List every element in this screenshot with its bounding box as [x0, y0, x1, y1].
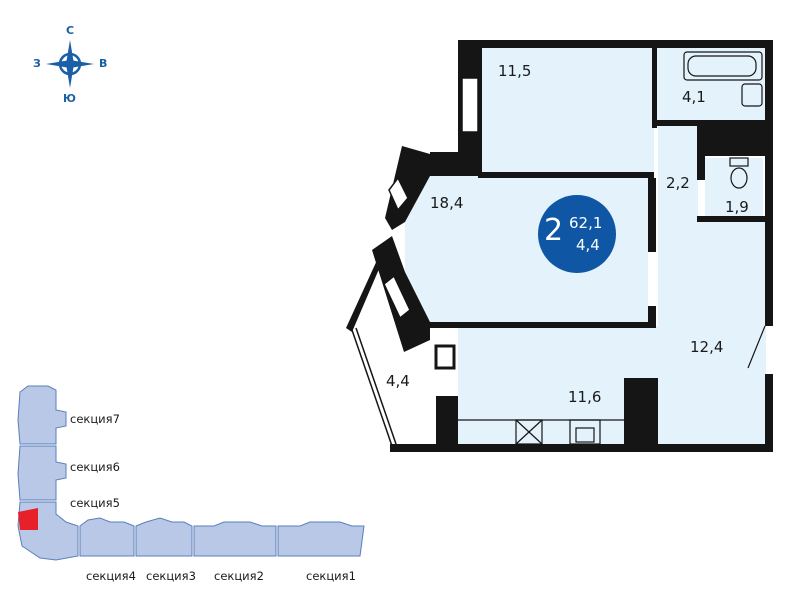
living-window-upper: [388, 176, 409, 212]
bathroom-area: 4,1: [682, 88, 706, 106]
wall-living-corner: [648, 306, 656, 328]
building-section-7: [17, 385, 67, 445]
section-5-label: секция5: [70, 496, 120, 510]
building-scheme: [17, 385, 365, 561]
bathtub-inner: [687, 55, 757, 77]
sink-icon: [741, 83, 763, 107]
wall-right-lower: [765, 374, 773, 452]
loggia-area: 4,4: [386, 372, 410, 390]
section-1-label: секция1: [306, 569, 356, 583]
toilet-area: 1,9: [725, 198, 749, 216]
living-window-lower: [383, 274, 411, 320]
building-section-2: [193, 521, 277, 557]
toilet-tank-icon: [729, 157, 749, 167]
living-area: 18,4: [430, 194, 464, 212]
bedroom-window: [461, 77, 479, 133]
bedroom-area: 11,5: [498, 62, 532, 80]
cabinet-cross-b: [515, 419, 543, 445]
stove-oven: [575, 427, 595, 443]
building-section-1: [277, 521, 365, 557]
walls: [372, 40, 773, 452]
vent-shaft: [434, 344, 456, 370]
entrance-door: [747, 325, 766, 369]
badge-total-area: 62,1: [569, 214, 603, 232]
section-2-label: секция2: [214, 569, 264, 583]
wall-kitchen-pillar: [624, 378, 658, 444]
badge-loggia-area: 4,4: [576, 236, 600, 254]
wall-toilet-left: [697, 156, 705, 180]
apartment-badge: 2 62,1 4,4: [538, 195, 616, 273]
loggia-wall: [346, 258, 382, 332]
bedroom-fill: [482, 48, 654, 172]
loggia-outline: [351, 327, 397, 447]
wall-kitchen-left: [436, 396, 458, 446]
building-section-4: [79, 517, 135, 557]
loggia-rail-outer: [351, 329, 393, 447]
wall-living-right: [648, 178, 656, 252]
kitchen-area: 11,6: [568, 388, 602, 406]
hall-fill: [658, 222, 766, 444]
compass-west-label: З: [33, 57, 41, 70]
badge-room-count: 2: [544, 213, 564, 248]
wall-bedroom-living: [478, 172, 654, 178]
wall-right-upper: [765, 40, 773, 326]
wall-living-kitchen: [412, 322, 656, 328]
compass-east-label: В: [99, 57, 108, 70]
toilet-fill: [705, 158, 763, 218]
wall-bottom: [390, 444, 773, 452]
section-7-label: секция7: [70, 412, 120, 426]
toilet-bowl-icon: [730, 167, 748, 189]
wall-bay-upper: [385, 146, 430, 230]
wall-toilet-top: [697, 120, 767, 156]
wall-toilet-bottom: [697, 216, 765, 222]
compass-rose-icon: [46, 40, 94, 88]
wall-bedroom-bath: [652, 48, 657, 128]
building-section-3: [135, 517, 193, 557]
fixtures: [458, 51, 763, 445]
section-3-label: секция3: [146, 569, 196, 583]
hall-area: 12,4: [690, 338, 724, 356]
wall-bath-bottom: [657, 120, 697, 126]
loggia-rail-inner: [355, 327, 397, 445]
wall-bay-top: [430, 152, 482, 176]
compass-south-label: Ю: [63, 92, 76, 105]
windows: [383, 77, 479, 320]
building-section-6: [17, 445, 67, 501]
bathtub-icon: [683, 51, 763, 81]
corridor-area: 2,2: [666, 174, 690, 192]
section-6-label: секция6: [70, 460, 120, 474]
wall-top: [458, 40, 770, 48]
section-4-label: секция4: [86, 569, 136, 583]
compass-north-label: С: [66, 24, 75, 37]
apartment-location-marker: [18, 508, 38, 530]
